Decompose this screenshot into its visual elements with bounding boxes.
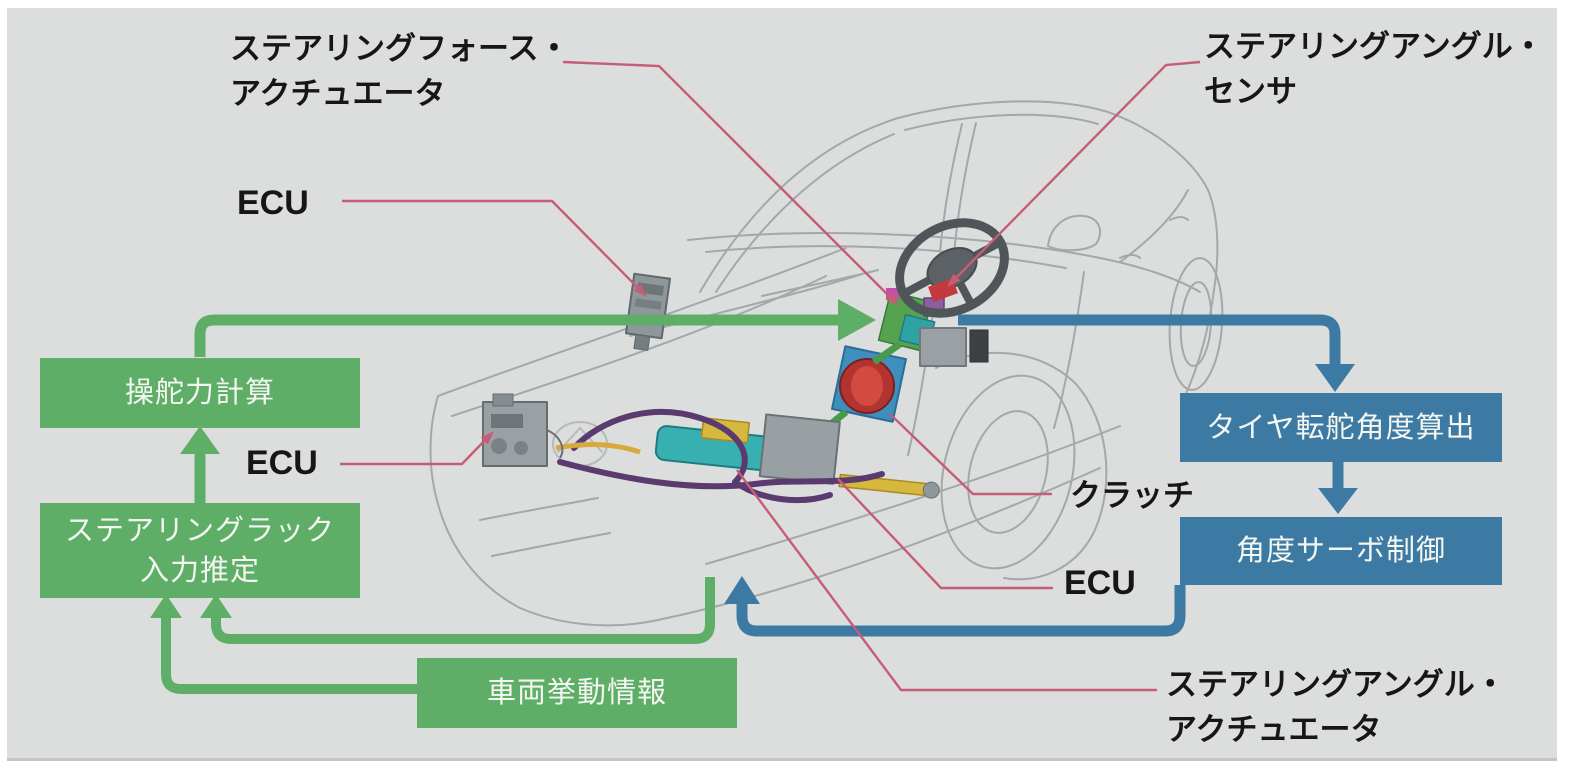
label-steering-angle-sensor-line1: ステアリングアングル・ [1204,29,1544,64]
box-angle-servo-control: 角度サーボ制御 [1180,517,1502,585]
car-front-tire [940,374,1076,570]
car-side-mirror [1046,214,1101,252]
green-flow-arrows [150,299,876,694]
green-arrowhead-vehicle-to-rack [150,594,182,618]
car-b-pillar-1 [939,123,963,253]
callout-ecu-mid [340,436,489,466]
clutch-unit [831,345,907,423]
label-clutch: クラッチ [1070,478,1194,513]
car-door-seam-rear [1053,271,1085,429]
car-cowl-line [761,269,879,297]
callout-arrow-ecu-mid [480,431,494,445]
intermediate-shaft-upper [872,341,902,365]
car-roofline [699,100,1219,399]
green-arrowhead-to-actuator [838,299,876,341]
callout-ecu-right [837,478,1053,590]
steering-system-components [482,218,1009,504]
car-rear-quarter-window [1119,189,1189,263]
car-front-rim [967,410,1049,534]
box-angle-servo-label: 角度サーボ制御 [1235,535,1446,567]
callout-lines [340,60,1201,692]
box-steering-force-calc: 操舵力計算 [40,358,360,428]
green-line-force-calc-to-actuator [194,314,840,357]
harness-yellow-cable [555,442,641,455]
box-steering-force-calc-label: 操舵力計算 [124,377,275,409]
green-feedback-loop-line [211,577,715,644]
ecu-unit-top [624,272,672,351]
car-roof-inner [904,113,1099,131]
car-door-handle-1 [1119,254,1141,259]
car-windshield-inner [715,133,895,293]
callout-steering-angle-sensor [951,60,1201,283]
green-arrowhead-loop-to-rack [200,594,232,618]
car-grille-slat-2 [491,532,611,557]
callout-steering-force-actuator [562,60,893,300]
callout-arrow-force-actuator [885,292,899,306]
label-steering-angle-actuator: ステアリングアングル・ アクチュエータ [1166,662,1506,752]
label-ecu-right: ECU [1064,564,1136,602]
car-door-handle-2 [1169,216,1189,221]
car-hood-line [437,247,847,397]
car-illustration [429,100,1224,627]
label-steering-angle-actuator-line2: アクチュエータ [1166,712,1382,747]
box-rack-input-estimation: ステアリングラック 入力推定 [40,503,360,598]
car-front-bumper [429,395,659,627]
car-beltline [687,232,1201,293]
callout-steering-angle-actuator [736,469,1157,692]
box-vehicle-behavior-info: 車両挙動情報 [417,658,737,728]
box-vehicle-behavior-label: 車両挙動情報 [486,677,667,709]
label-steering-angle-sensor-line2: センサ [1204,74,1297,109]
car-sill-line [705,425,1121,565]
box-tire-angle-label: タイヤ転舵角度算出 [1206,411,1476,444]
blue-return-line-servo-to-actuator [736,585,1186,637]
car-grille-slat-1 [479,497,599,521]
label-ecu-top: ECU [237,184,309,222]
blue-arrowhead-to-front-actuator [724,576,760,604]
car-front-wheel-arch [935,351,1108,581]
blue-line-sensor-to-tire-calc [958,314,1341,366]
steering-wheel [895,218,1009,318]
label-ecu-mid: ECU [246,444,318,482]
car-b-pillar-2 [953,122,977,255]
abs-unit-connector [969,329,989,363]
blue-arrowhead-to-tire-calc [1315,364,1355,392]
green-arrowhead-to-force-calc [180,426,220,454]
label-steering-angle-sensor: ステアリングアングル・ センサ [1204,24,1544,114]
label-steering-force-actuator: ステアリングフォース・ アクチュエータ [230,26,569,116]
box-rack-input-line1: ステアリングラック [64,514,335,547]
box-rack-input-line2: 入力推定 [139,554,260,587]
label-steering-force-actuator-line1: ステアリングフォース・ [230,31,570,66]
ecu-pump-unit-front [482,393,564,467]
abs-unit [919,327,967,367]
callout-clutch [889,413,1052,496]
car-window-bottom [705,245,1067,269]
callout-arrow-ecu-top [633,283,647,297]
blue-flow-arrows [724,314,1358,637]
label-steering-angle-actuator-line1: ステアリングアングル・ [1166,667,1506,702]
green-line-vehicle-info-to-rack [161,614,417,694]
callout-ecu-top [342,199,642,292]
callout-arrow-angle-sensor [947,273,961,287]
label-steering-force-actuator-line2: アクチュエータ [230,76,446,111]
blue-arrowhead-to-servo [1318,488,1358,514]
box-tire-steer-angle-calc: タイヤ転舵角度算出 [1180,393,1502,462]
